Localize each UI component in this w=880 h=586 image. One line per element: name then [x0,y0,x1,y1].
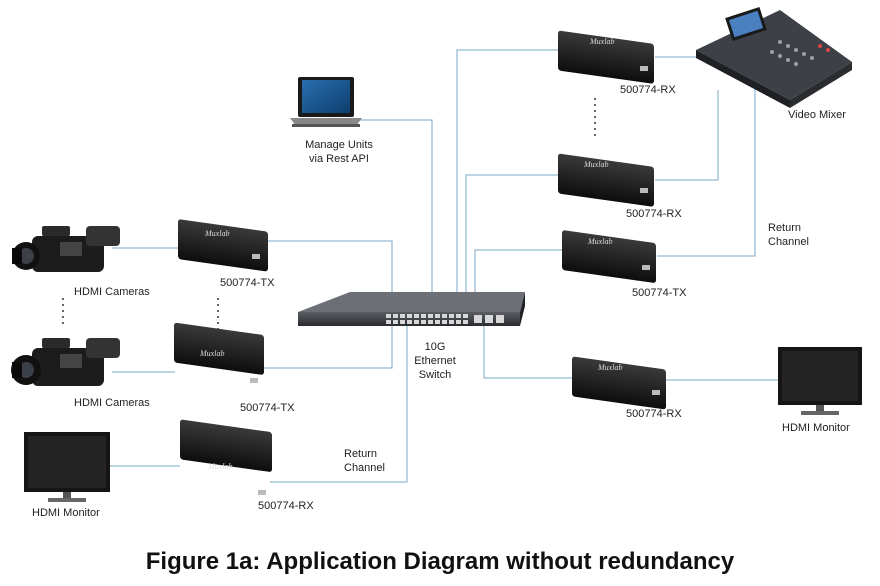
return-channel-left-label: Return Channel [344,447,385,475]
switch-label: 10G Ethernet Switch [410,340,460,382]
return-left-line1: Return [344,448,378,460]
extender-tx-left-bottom: Muxlab [174,322,264,383]
rest-api-line2: via Rest API [309,153,369,165]
extender-tx-right: Muxlab [562,230,656,283]
brand-logo: Muxlab [587,237,612,246]
laptop-icon [290,77,362,127]
line-switch-rx-mid [465,174,560,296]
figure-caption: Figure 1a: Application Diagram without r… [145,548,735,575]
cameras-bottom-label: HDMI Cameras [74,397,150,409]
brand-logo: Muxlab [204,229,229,238]
rest-api-label: Manage Units via Rest API [294,138,384,166]
line-laptop-switch [350,119,433,296]
switch-label-line1: 10G [424,341,446,353]
extender-rx-right-bottom: Muxlab [572,356,666,410]
line-switch-tx-right [474,249,562,298]
line-switch-rx-bottom [483,320,572,379]
line-rx-left-switch [270,320,408,483]
rx-right-bottom-label: 500774-RX [626,408,682,420]
dashed-separators [62,98,596,330]
rest-api-line1: Manage Units [305,139,373,151]
return-channel-right-label: Return Channel [768,221,809,249]
extender-rx-right-mid: Muxlab [558,153,654,207]
tx-right-label: 500774-TX [632,287,687,299]
extender-tx-left-top: Muxlab [178,219,268,272]
connection-lines [110,49,778,483]
monitor-icon-left [24,432,110,502]
rx-right-top-label: 500774-RX [620,84,676,96]
switch-label-line2: Ethernet [414,355,456,367]
camera-icon-bottom [11,338,120,386]
video-mixer-label: Video Mixer [788,109,846,121]
return-left-line2: Channel [344,462,385,474]
brand-logo: Muxlab [597,363,622,372]
line-tx-right-mixer [657,88,756,257]
camera-icon-top [12,226,120,272]
tx-left-bottom-label: 500774-TX [240,402,295,414]
monitor-left-label: HDMI Monitor [32,507,100,519]
brand-logo: Muxlab [583,160,608,169]
brand-logo: Muxlab [589,37,614,46]
line-rx-mid-mixer [655,90,719,181]
return-right-line2: Channel [768,236,809,248]
return-right-line1: Return [768,222,802,234]
extender-rx-right-top: Muxlab [558,30,654,84]
monitor-icon-right [778,347,862,415]
cameras-top-label: HDMI Cameras [74,286,150,298]
line-tx-bottom-switch [262,320,393,369]
extender-rx-left-bottom: Muxlab [180,419,272,495]
monitor-right-label: HDMI Monitor [782,422,850,434]
ethernet-switch-icon [298,292,525,326]
video-mixer-icon [696,7,852,108]
rx-right-mid-label: 500774-RX [626,208,682,220]
line-switch-rx-top [456,49,560,296]
brand-logo: Muxlab [199,349,224,358]
tx-left-top-label: 500774-TX [220,277,275,289]
line-tx-top-switch [268,240,393,298]
brand-logo: Muxlab [207,462,232,471]
switch-label-line3: Switch [418,369,452,381]
rx-left-bottom-label: 500774-RX [258,500,314,512]
